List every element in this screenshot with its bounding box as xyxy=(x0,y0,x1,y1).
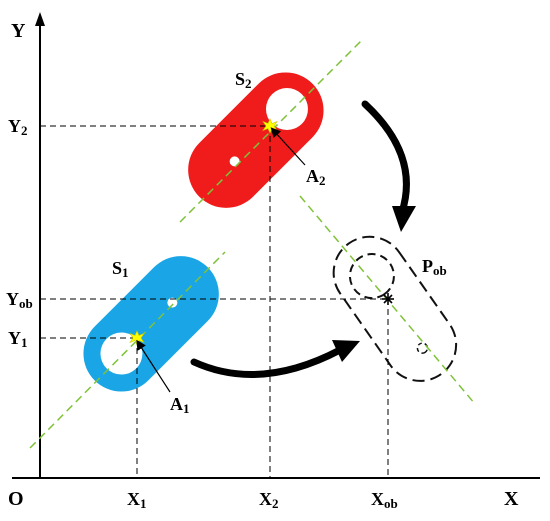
part-s2 xyxy=(188,72,324,208)
pob-label: Pob xyxy=(422,256,447,278)
pob-large-hole xyxy=(348,253,395,300)
yob-tick-label: Yob xyxy=(6,289,33,311)
curved-arrow-icon-top xyxy=(361,100,410,216)
s1-small-hole xyxy=(167,297,178,308)
guide-lines xyxy=(40,125,389,478)
a2-label: A2 xyxy=(306,166,326,188)
origin-label: O xyxy=(8,488,24,510)
y2-tick-label: Y2 xyxy=(8,116,28,138)
s1-large-hole xyxy=(100,332,143,375)
a2-star-marker-icon xyxy=(262,118,278,134)
x-axis-label: X xyxy=(504,488,519,510)
a1-leader xyxy=(136,339,171,393)
y-axis-label: Y xyxy=(11,20,26,42)
curved-arrow-icon-top-head xyxy=(392,206,416,232)
curved-arrow-icon-bottom-head xyxy=(332,340,360,362)
x2-tick-label: X2 xyxy=(259,489,279,511)
y-axis-arrowhead xyxy=(35,12,45,26)
pob-star-marker-icon xyxy=(382,293,394,305)
a1-label: A1 xyxy=(170,394,190,416)
a2-leader xyxy=(270,127,306,166)
curved-arrow-icon-bottom xyxy=(190,346,344,378)
x1-tick-label: X1 xyxy=(127,489,147,511)
xob-tick-label: Xob xyxy=(371,489,398,511)
s2-label: S2 xyxy=(235,69,252,91)
y1-tick-label: Y1 xyxy=(8,328,28,350)
s2-centerline xyxy=(179,39,363,223)
part-s1 xyxy=(83,256,219,392)
s1-label: S1 xyxy=(112,258,129,280)
s1-centerline xyxy=(29,251,226,449)
s2-large-hole xyxy=(265,88,308,131)
